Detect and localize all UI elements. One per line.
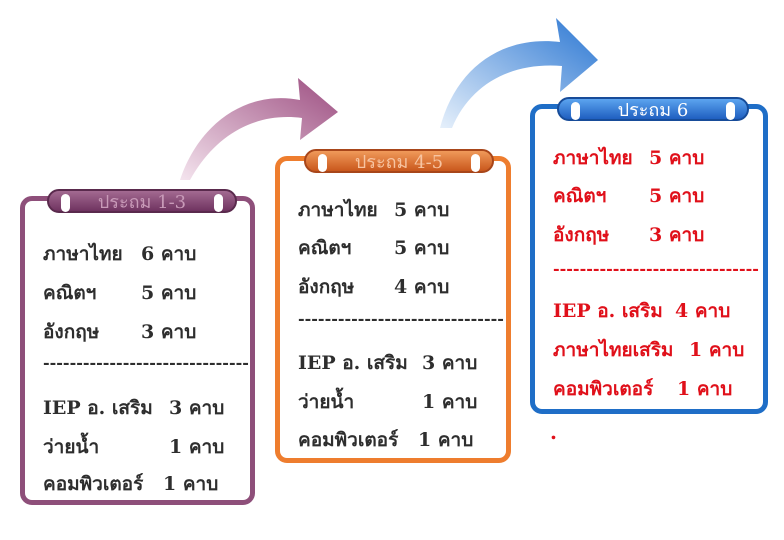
card-tab: ประถม 1-3: [47, 189, 237, 213]
binder-pin: [726, 102, 735, 120]
divider: -------------------------------: [43, 353, 249, 372]
binder-pin: [471, 154, 480, 172]
divider: -------------------------------: [553, 259, 759, 278]
extra-row: คอมพิวเตอร์1 คาบ: [298, 429, 474, 451]
card-tab: ประถม 4-5: [304, 149, 494, 173]
arrow-1-to-2: [180, 78, 338, 180]
card-tab-label: ประถม 6: [617, 99, 689, 121]
card-tab-label: ประถม 4-5: [354, 151, 444, 173]
trailing-mark: .: [550, 420, 557, 444]
binder-pin: [214, 194, 223, 212]
binder-pin: [318, 154, 327, 172]
card-tab-label: ประถม 1-3: [97, 191, 187, 213]
arrow-2-to-3: [440, 18, 598, 128]
extra-row: คอมพิวเตอร์1 คาบ: [553, 378, 733, 400]
extra-row: คอมพิวเตอร์1 คาบ: [43, 473, 219, 495]
divider: -------------------------------: [298, 309, 504, 328]
card-tab: ประถม 6: [557, 97, 749, 121]
binder-pin: [571, 102, 580, 120]
binder-pin: [61, 194, 70, 212]
